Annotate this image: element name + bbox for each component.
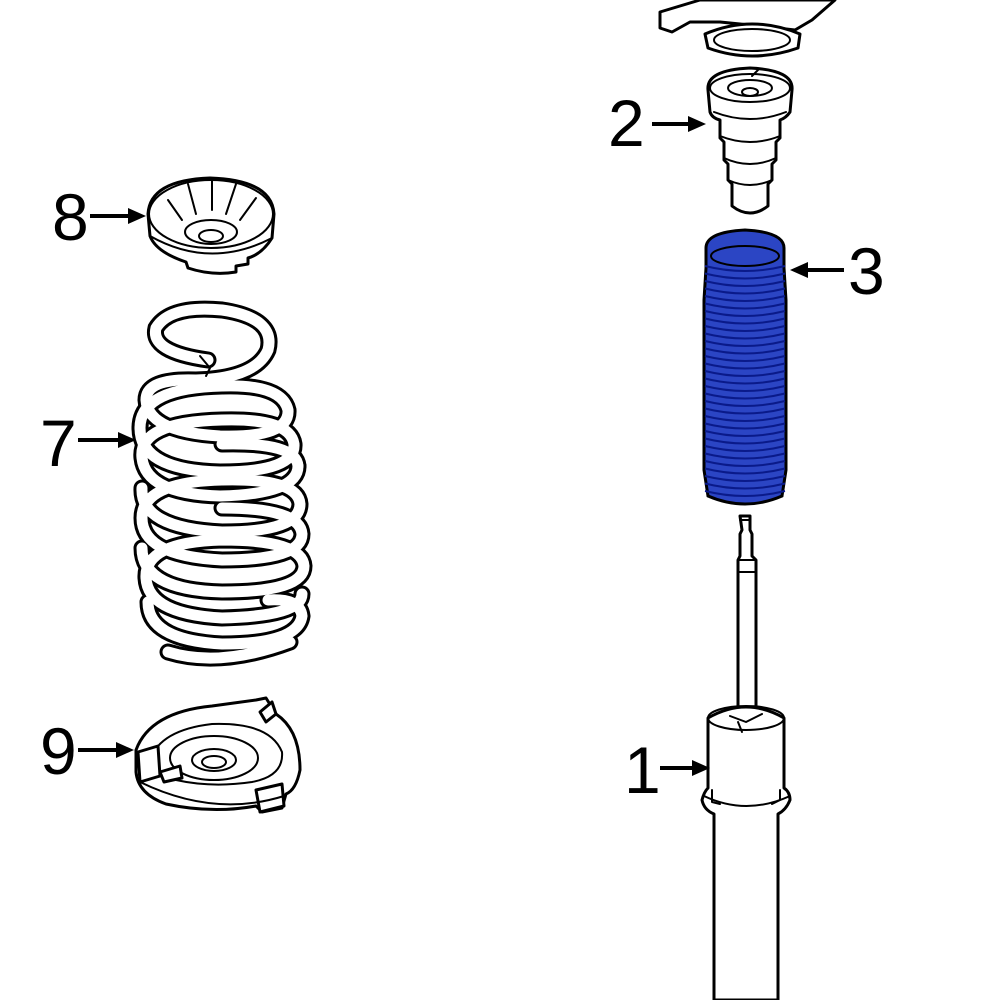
callout-number-3: 3 — [848, 234, 885, 308]
dust-boot-rib — [704, 415, 786, 422]
callout-number-7: 7 — [40, 406, 77, 480]
dust-boot-rib — [704, 325, 786, 332]
callout-2: 2 — [608, 86, 706, 160]
dust-boot-rib — [704, 385, 786, 392]
dust-boot-rib — [704, 407, 786, 415]
dust-boot-rib — [704, 460, 786, 467]
bump-stop — [706, 66, 794, 215]
dust-boot-rib — [704, 332, 786, 340]
dust-boot-rib — [704, 445, 786, 452]
callout-1: 1 — [624, 733, 710, 807]
dust-boot-rib — [704, 347, 786, 355]
dust-boot-rib — [704, 310, 786, 317]
dust-boot-rib — [704, 490, 786, 497]
callout-number-8: 8 — [52, 180, 89, 254]
dust-boot-rib — [704, 272, 786, 280]
dust-boot-rib — [704, 482, 786, 490]
callout-number-2: 2 — [608, 86, 645, 160]
dust-boot-rib — [704, 370, 786, 377]
dust-boot-rib — [704, 475, 786, 482]
callout-arrow-head-3 — [790, 262, 808, 278]
dust-boot-rib — [704, 422, 786, 430]
dust-boot-rib — [704, 287, 786, 295]
dust-boot-rib — [704, 362, 786, 370]
dust-boot-rib — [704, 317, 786, 325]
callout-number-9: 9 — [40, 714, 77, 788]
dust-boot-rib — [704, 295, 786, 302]
dust-boot-rib — [704, 437, 786, 445]
lower-spring-seat — [134, 696, 302, 814]
dust-boot-rib — [704, 452, 786, 460]
callout-number-1: 1 — [624, 733, 661, 807]
dust-boot-rib — [704, 377, 786, 385]
dust-boot — [702, 228, 788, 506]
callout-7: 7 — [40, 406, 136, 480]
dust-boot-rib — [704, 265, 786, 272]
upper-strut-mount — [658, 0, 837, 58]
callout-arrow-head-7 — [118, 432, 136, 448]
callout-8: 8 — [52, 180, 146, 254]
dust-boot-rib — [704, 280, 786, 287]
coil-spring — [131, 300, 313, 667]
callout-arrow-head-2 — [688, 116, 706, 132]
upper-spring-seat — [146, 176, 276, 275]
dust-boot-rib — [704, 302, 786, 310]
shock-absorber — [700, 514, 792, 1000]
dust-boot-rib — [704, 400, 786, 407]
callout-arrow-head-1 — [692, 760, 710, 776]
dust-boot-rib — [704, 467, 786, 475]
dust-boot-rib — [704, 392, 786, 400]
callout-arrow-head-9 — [116, 742, 134, 758]
dust-boot-rib — [704, 355, 786, 362]
callout-9: 9 — [40, 714, 134, 788]
dust-boot-rib — [704, 430, 786, 437]
callout-arrow-head-8 — [128, 208, 146, 224]
dust-boot-rib — [704, 340, 786, 347]
callout-3: 3 — [790, 234, 885, 308]
